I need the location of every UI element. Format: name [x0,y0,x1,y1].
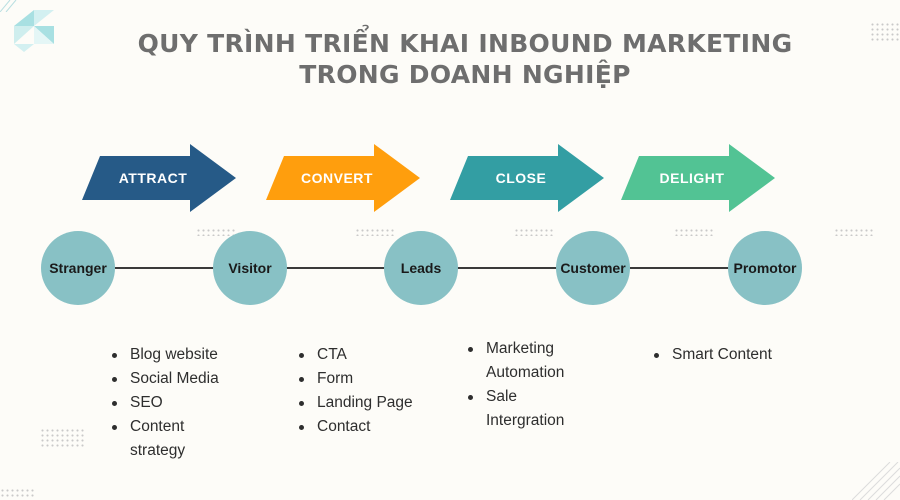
list-item: SEO [110,391,240,415]
dot-grid-decoration [40,428,85,448]
attract-activity-list: Blog website Social Media SEO Content st… [110,343,240,463]
stage-circle-stranger: Stranger [41,231,115,305]
phase-arrow-convert: CONVERT [266,144,422,212]
convert-activity-list: CTA Form Landing Page Contact [297,343,437,439]
connector-line [455,267,558,269]
list-item: Landing Page [297,391,437,415]
page-title: QUY TRÌNH TRIỂN KHAI INBOUND MARKETING T… [0,28,900,90]
stage-label: Stranger [49,260,107,276]
list-item: Blog website [110,343,240,367]
stage-label: Visitor [228,260,272,276]
delight-activity-list: Smart Content [652,343,802,367]
page-title-line-1: QUY TRÌNH TRIỂN KHAI INBOUND MARKETING [137,29,793,58]
phase-arrow-close: CLOSE [450,144,606,212]
list-item: Content strategy [110,415,210,463]
phase-label: CONVERT [301,170,373,186]
stage-circle-leads: Leads [384,231,458,305]
corner-triangles-decoration [14,10,54,52]
phase-label: CLOSE [495,170,547,186]
close-activity-list: Marketing Automation Sale Intergration [466,337,588,433]
dot-grid-decoration [355,228,395,236]
list-item: Social Media [110,367,240,391]
list-item: Form [297,367,437,391]
dot-grid-decoration [0,488,35,498]
stage-label: Leads [400,260,442,276]
list-item: Sale Intergration [466,385,588,433]
list-item: Marketing Automation [466,337,588,385]
phase-arrow-attract: ATTRACT [82,144,238,212]
list-item: Contact [297,415,437,439]
list-item: CTA [297,343,437,367]
dot-grid-decoration [674,228,714,236]
phase-label: ATTRACT [118,170,188,186]
list-item: Smart Content [652,343,802,367]
connector-line [630,267,730,269]
dot-grid-decoration [514,228,554,236]
stage-label: Customer [560,260,626,276]
dot-grid-decoration [196,228,236,236]
corner-stripes-decoration [0,0,17,12]
phase-label: DELIGHT [659,170,725,186]
stage-label: Promotor [733,260,797,276]
corner-stripes-decoration [852,462,900,500]
phase-arrow-delight: DELIGHT [621,144,777,212]
page-title-line-2: TRONG DOANH NGHIỆP [299,60,631,89]
stage-circle-visitor: Visitor [213,231,287,305]
connector-line [285,267,387,269]
dot-grid-decoration [834,228,874,236]
dot-grid-decoration [870,22,900,42]
stage-circle-customer: Customer [556,231,630,305]
stage-circle-promotor: Promotor [728,231,802,305]
connector-line [115,267,215,269]
